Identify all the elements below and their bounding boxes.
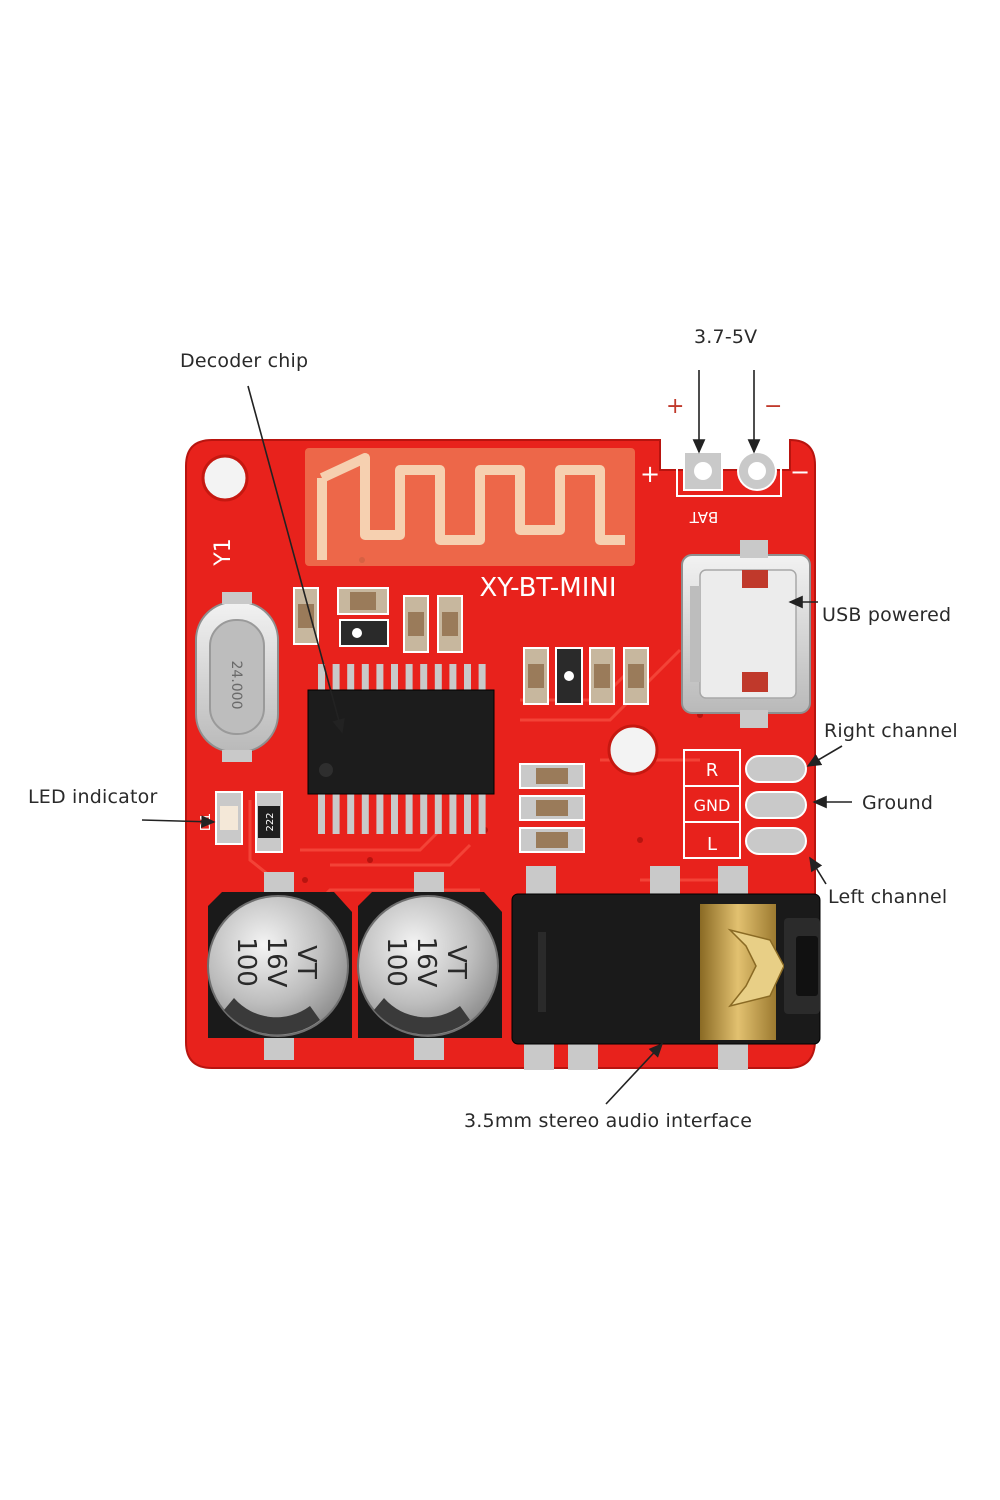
cap-right-value: 100 — [381, 937, 411, 987]
battery-plus-label: + — [666, 394, 685, 419]
ground-pad — [745, 791, 807, 819]
pcb-antenna — [305, 448, 635, 566]
chip-pin — [449, 792, 457, 834]
left-channel-pad — [745, 827, 807, 855]
cap-left-series: VT — [291, 945, 321, 979]
chip-pin — [318, 792, 325, 834]
mounting-hole — [607, 724, 659, 776]
audio-output-pads: R GND L — [683, 749, 807, 859]
led-indicator-label: LED indicator — [28, 786, 158, 808]
board-minus-silkscreen: − — [790, 458, 810, 486]
chip-pin — [332, 792, 340, 834]
chip-pin — [464, 792, 471, 834]
cap-left-voltage: 16V — [261, 937, 291, 988]
chip-pin — [420, 792, 428, 834]
pad-label-gnd: GND — [694, 796, 731, 815]
cap-right-series: VT — [441, 945, 471, 979]
callout-pointers — [141, 370, 852, 1105]
pad-label-l: L — [707, 834, 717, 855]
battery-voltage-label: 3.7-5V — [694, 326, 758, 348]
chip-pin — [478, 792, 486, 834]
board-plus-silkscreen: + — [640, 460, 660, 488]
chip-pin — [478, 664, 486, 692]
audio-interface-label: 3.5mm stereo audio interface — [464, 1110, 753, 1132]
audio-jack — [511, 866, 821, 1070]
chip-pin — [434, 664, 442, 692]
board-bat-silkscreen: BAT — [689, 508, 718, 526]
chip-pin — [361, 664, 369, 692]
arrow-line-icon — [806, 745, 843, 767]
right-channel-pad — [745, 755, 807, 783]
chip-pin — [332, 664, 340, 692]
decoder-chip-label: Decoder chip — [180, 350, 309, 372]
crystal-marking: 24.000 — [228, 661, 244, 710]
ground-label: Ground — [862, 792, 934, 814]
cap-right-voltage: 16V — [411, 937, 441, 988]
capacitor-right: 100 16V VT — [357, 872, 502, 1060]
right-channel-label: Right channel — [824, 720, 958, 742]
arrow-line-icon — [247, 385, 345, 734]
chip-pin — [361, 792, 369, 834]
chip-pin — [318, 664, 325, 692]
left-channel-label: Left channel — [828, 886, 948, 908]
mounting-hole — [201, 454, 249, 502]
resistor-code: 222 — [265, 812, 276, 831]
chip-pin — [347, 792, 355, 834]
decoder-chip — [307, 664, 495, 834]
chip-pin — [405, 664, 413, 692]
arrow-line-icon — [809, 856, 827, 885]
led-indicator-part — [215, 791, 243, 845]
usb-powered-label: USB powered — [822, 604, 952, 626]
chip-pin — [449, 664, 457, 692]
micro-usb-connector — [681, 540, 811, 728]
board-model-silkscreen: XY-BT-MINI — [480, 573, 617, 603]
smd-components-top — [293, 587, 649, 705]
chip-pin — [464, 664, 471, 692]
chip-pin — [347, 664, 355, 692]
battery-terminals — [676, 447, 782, 497]
pad-label-r: R — [706, 760, 719, 781]
capacitor-left: 100 16V VT — [207, 872, 352, 1060]
chip-pin — [391, 664, 398, 692]
resistor-222: 222 — [255, 791, 283, 853]
board-y1-silkscreen: Y1 — [211, 538, 236, 566]
chip-pin — [391, 792, 398, 834]
chip-pin — [405, 792, 413, 834]
smd-components-middle — [519, 763, 585, 853]
battery-minus-label: − — [764, 394, 783, 419]
arrow-line-icon — [141, 815, 216, 829]
chip-pin — [376, 664, 384, 692]
chip-pin — [434, 792, 442, 834]
chip-pin — [376, 792, 384, 834]
cap-left-value: 100 — [231, 937, 261, 987]
arrow-line-icon — [605, 1042, 664, 1105]
crystal-oscillator: 24.000 — [195, 592, 279, 762]
chip-pin — [420, 664, 428, 692]
